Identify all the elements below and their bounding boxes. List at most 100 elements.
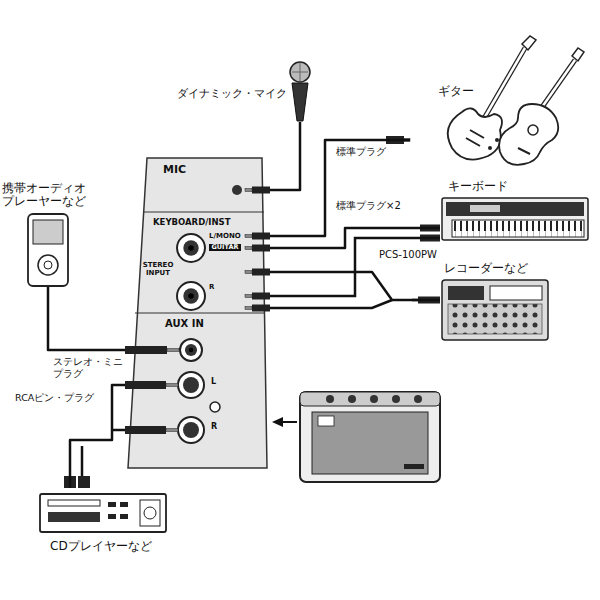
cd-player-device-label: CDプレイヤーなど	[50, 540, 152, 553]
cd-player	[120, 502, 128, 507]
acoustic-guitar	[572, 48, 584, 61]
keyboard	[442, 198, 588, 240]
electric-guitar	[495, 138, 499, 142]
cd-player	[40, 494, 166, 532]
amplifier	[348, 395, 356, 403]
panel-part	[166, 384, 178, 387]
portable-player	[33, 220, 63, 244]
plug-label: 標準プラグ×2	[335, 200, 402, 212]
microphone	[290, 62, 310, 121]
amplifier	[404, 464, 424, 469]
panel-part	[125, 381, 166, 389]
amplifier	[318, 416, 334, 426]
keyboard-device-label: キーボード	[448, 180, 508, 193]
panel-part	[177, 234, 205, 262]
amplifier	[300, 392, 440, 406]
input-panel-label: AUX IN	[165, 318, 204, 329]
rca-plugs	[78, 476, 90, 488]
direction-arrow	[272, 417, 297, 427]
electric-guitar	[448, 108, 502, 159]
portable-player-device-label: 携帯オーディオ プレーヤーなど	[2, 182, 90, 208]
microphone-device-label: ダイナミック・マイク	[165, 88, 287, 100]
amplifier	[370, 395, 378, 403]
panel-part	[183, 240, 198, 255]
guitar-device: ギター	[410, 55, 590, 165]
amplifier	[312, 412, 428, 474]
panel-part	[166, 429, 178, 432]
plug-label: PCS-100PW	[378, 249, 438, 261]
recorder-device: レコーダーなど	[440, 262, 590, 342]
keyboard	[446, 202, 584, 216]
panel-part	[210, 402, 220, 412]
recorder	[448, 304, 542, 334]
rca-plugs	[64, 476, 90, 488]
recorder	[442, 280, 548, 340]
cable	[270, 300, 392, 308]
panel-shape	[125, 155, 270, 473]
panel-part	[252, 233, 270, 240]
panel-part	[245, 307, 252, 310]
panel-part	[245, 271, 252, 274]
input-panel-label: R	[211, 423, 217, 432]
portable-player-device: 携帯オーディオ プレーヤーなど	[2, 182, 90, 287]
panel-part	[180, 339, 202, 361]
panel-part	[232, 185, 242, 195]
panel-part	[178, 417, 204, 443]
panel-part	[245, 189, 252, 192]
amplifier	[300, 392, 440, 482]
portable-player	[44, 261, 52, 269]
direction-arrow	[282, 421, 297, 423]
panel-part	[183, 288, 198, 303]
input-panel-label: L	[211, 378, 216, 387]
input-panel-label: STEREO INPUT	[140, 262, 176, 277]
input-panel-label: L/MONO	[209, 233, 241, 241]
cable	[270, 272, 440, 300]
amplifier	[414, 395, 422, 403]
panel-part	[125, 426, 166, 434]
cd-player	[48, 512, 100, 522]
microphone	[292, 83, 308, 121]
cable	[112, 429, 125, 432]
amplifier	[300, 392, 440, 482]
panel-part	[125, 346, 167, 354]
panel-part	[188, 293, 194, 299]
recorder-device-label: レコーダーなど	[444, 262, 528, 275]
panel-part	[178, 372, 204, 398]
input-panel-label: KEYBOARD/INST	[153, 218, 231, 227]
cd-player	[108, 502, 116, 507]
panel-part	[185, 344, 197, 356]
plug-label: 標準プラグ	[335, 146, 387, 158]
panel-part	[188, 245, 194, 251]
panel-part	[252, 245, 270, 252]
panel-part	[167, 349, 179, 352]
panel-part	[128, 158, 267, 468]
portable-player	[38, 255, 58, 275]
recorder	[442, 280, 548, 340]
panel-part	[245, 295, 252, 298]
input-panel-label: GUITAR	[209, 244, 241, 251]
keyboard	[470, 205, 500, 212]
electric-guitar	[466, 130, 484, 146]
recorder	[490, 286, 542, 300]
cd-player	[108, 514, 116, 519]
cable	[270, 122, 300, 190]
portable-player	[28, 214, 68, 286]
portable-player	[28, 214, 68, 286]
cable	[48, 287, 125, 350]
direction-arrow	[272, 417, 283, 427]
input-panel: MICKEYBOARD/INSTL/MONOGUITARSTEREO INPUT…	[125, 155, 270, 473]
cable	[270, 228, 440, 248]
plug-label: RCAピン・プラグ	[14, 393, 95, 404]
keyboard	[442, 198, 588, 240]
cd-player	[40, 494, 166, 532]
keyboard	[452, 220, 584, 237]
panel-part	[189, 348, 193, 352]
panel-part	[245, 247, 252, 250]
keyboard-device: キーボード	[440, 180, 590, 248]
panel-part	[252, 293, 270, 300]
microphone	[290, 62, 310, 82]
panel-part	[252, 305, 270, 312]
guitar-device-label: ギター	[438, 85, 474, 98]
